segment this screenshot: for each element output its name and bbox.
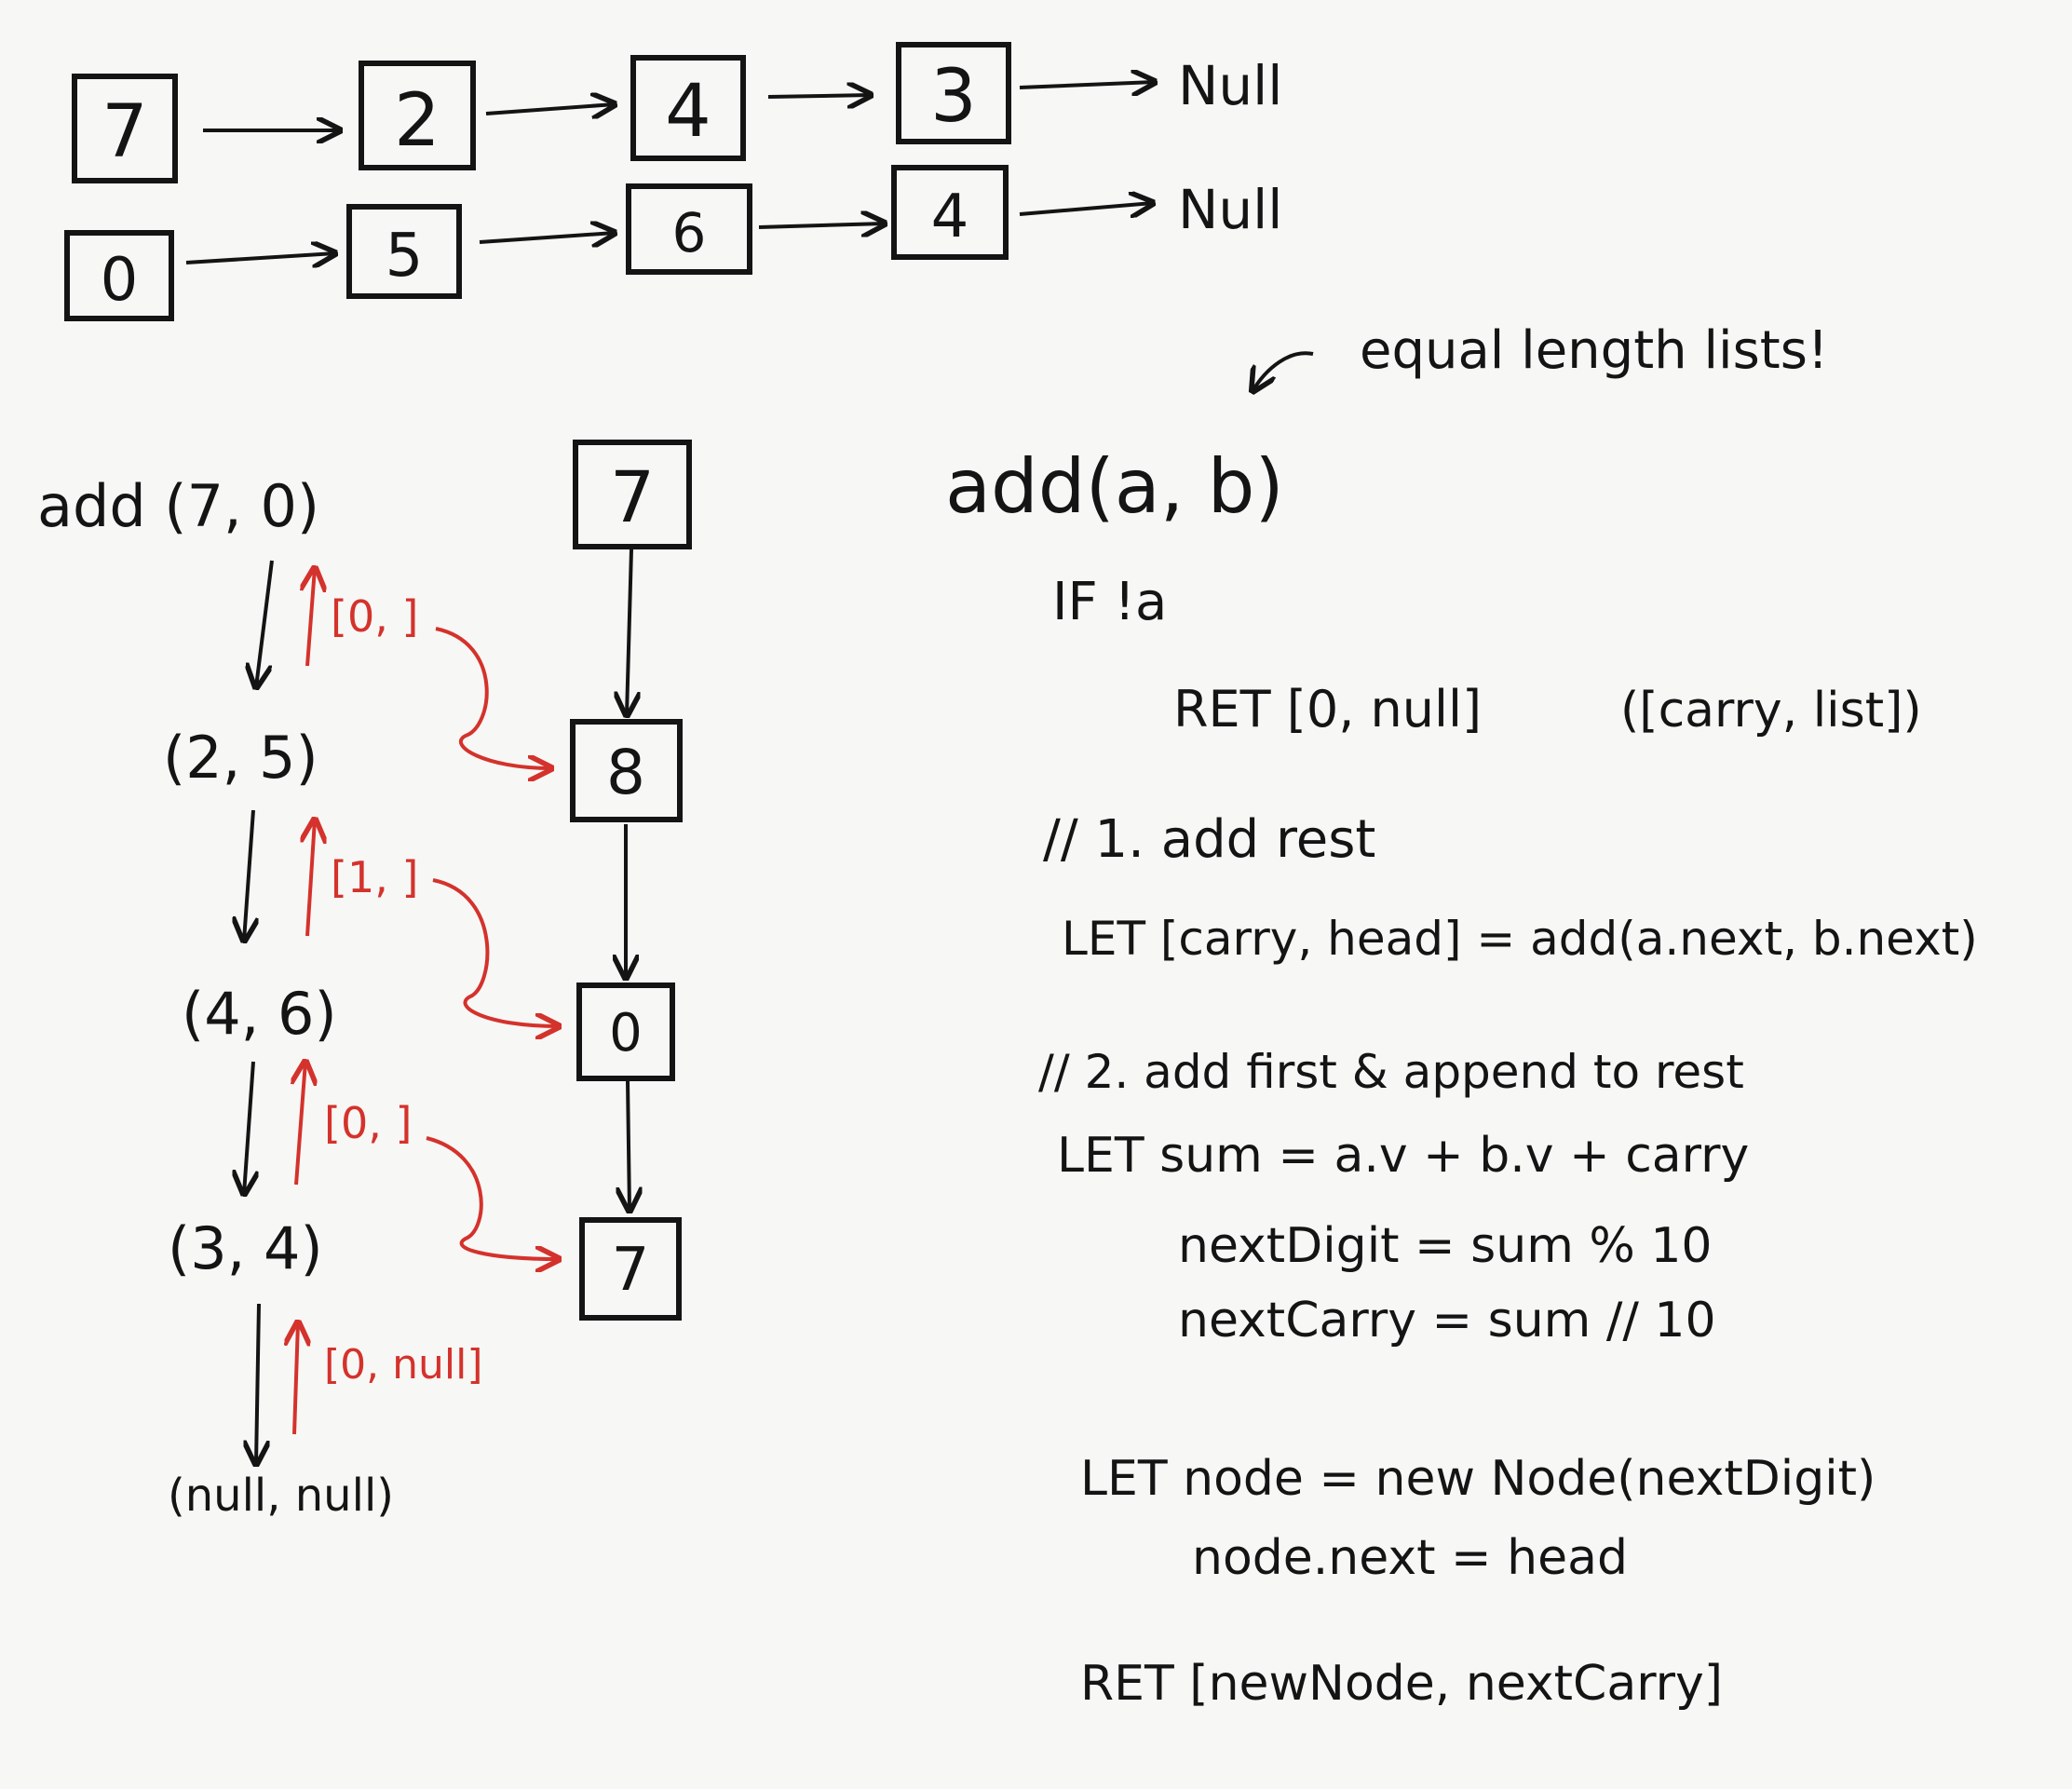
- note-arrow: [1253, 351, 1314, 391]
- code-line: node.next = head: [1192, 1530, 1628, 1586]
- call-label: (null, null): [168, 1470, 394, 1522]
- result-arrow: [435, 627, 551, 768]
- return-label: [0, ]: [324, 1098, 412, 1148]
- arrow: [758, 224, 885, 227]
- result-node: 7: [579, 1217, 682, 1321]
- list-a-value: 7: [102, 90, 148, 174]
- call-stack: add (7, 0) (2, 5) (4, 6) (3, 4) (null, n…: [37, 472, 559, 1522]
- code-comment: // 1. add rest: [1043, 809, 1375, 870]
- call-arrow: [244, 809, 253, 941]
- call-arrow: [244, 1061, 253, 1194]
- result-node: 7: [573, 440, 692, 549]
- result-list: 7 8 0 7: [570, 440, 692, 1321]
- list-a: 7 2 4 3 Null: [72, 42, 1282, 183]
- call-arrow: [256, 1303, 259, 1464]
- code-line: RET [newNode, nextCarry]: [1080, 1656, 1723, 1712]
- note-text: equal length lists!: [1360, 320, 1828, 381]
- return-arrow: [307, 820, 315, 937]
- pseudocode: equal length lists! add(a, b) IF !a RET …: [945, 320, 1978, 1712]
- arrow: [767, 95, 871, 97]
- code-line: RET [0, null]: [1173, 680, 1482, 739]
- list-b-value: 6: [672, 201, 707, 264]
- list-b-value: 5: [386, 222, 424, 291]
- result-value: 0: [609, 1003, 643, 1064]
- code-line: nextCarry = sum // 10: [1178, 1293, 1716, 1349]
- return-label: [1, ]: [331, 852, 418, 902]
- result-value: 7: [612, 1236, 650, 1305]
- call-label: (4, 6): [182, 980, 337, 1048]
- result-node: 0: [576, 983, 675, 1081]
- list-b-node: 6: [626, 183, 752, 275]
- call-label: (2, 5): [163, 724, 318, 792]
- list-a-node: 7: [72, 74, 178, 183]
- code-comment: // 2. add first & append to rest: [1038, 1045, 1744, 1099]
- list-a-node: 4: [630, 55, 746, 161]
- list-b-node: 5: [346, 204, 462, 299]
- null-label: Null: [1178, 178, 1282, 241]
- result-arrow: [426, 1136, 559, 1259]
- list-b-node: 4: [891, 165, 1009, 260]
- arrow: [485, 104, 615, 114]
- return-arrow: [296, 1062, 305, 1186]
- list-a-node: 3: [896, 42, 1011, 144]
- return-arrow: [307, 568, 315, 667]
- function-signature: add(a, b): [945, 443, 1284, 530]
- result-node: 8: [570, 719, 683, 822]
- result-value: 7: [610, 455, 655, 538]
- list-a-value: 3: [930, 55, 977, 139]
- result-arrow: [432, 878, 559, 1026]
- list-b-node: 0: [64, 230, 174, 321]
- code-line: LET node = new Node(nextDigit): [1080, 1451, 1876, 1507]
- list-a-value: 4: [665, 70, 711, 154]
- call-label: (3, 4): [168, 1214, 323, 1282]
- list-b: 0 5 6 4 Null: [64, 165, 1282, 321]
- arrow: [627, 549, 631, 715]
- call-arrow: [256, 560, 274, 687]
- list-b-value: 0: [101, 246, 139, 315]
- null-label: Null: [1178, 54, 1282, 117]
- arrow: [628, 1079, 630, 1211]
- arrow: [1019, 203, 1153, 214]
- arrow: [1019, 82, 1155, 88]
- list-a-value: 2: [394, 79, 440, 163]
- code-line: IF !a: [1052, 572, 1167, 632]
- return-arrow: [294, 1322, 298, 1435]
- list-b-value: 4: [931, 183, 969, 251]
- call-label: add (7, 0): [37, 472, 319, 540]
- code-comment: ([carry, list]): [1620, 683, 1922, 739]
- code-line: LET sum = a.v + b.v + carry: [1057, 1128, 1749, 1184]
- return-label: [0, ]: [331, 591, 418, 642]
- arrow: [479, 233, 615, 242]
- result-value: 8: [606, 737, 645, 808]
- code-line: nextDigit = sum % 10: [1178, 1218, 1713, 1274]
- arrow: [185, 253, 335, 263]
- list-a-node: 2: [359, 61, 476, 170]
- code-line: LET [carry, head] = add(a.next, b.next): [1062, 912, 1978, 966]
- return-label: [0, null]: [324, 1341, 483, 1389]
